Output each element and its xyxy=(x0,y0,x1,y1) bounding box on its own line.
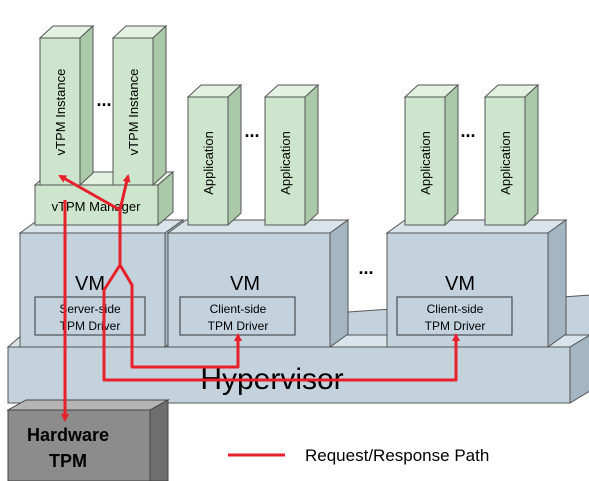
hardware-tpm-block: Hardware TPM xyxy=(6,399,170,481)
path-to-instance-2 xyxy=(118,174,131,211)
application-vm2-b: Application xyxy=(263,83,320,227)
instances-ellipsis: ... xyxy=(96,90,111,110)
legend-label: Request/Response Path xyxy=(305,446,489,465)
client1-driver-line1: Client-side xyxy=(210,302,267,316)
request-response-paths xyxy=(58,174,460,422)
vm-client-1: VM Client-side TPM Driver xyxy=(166,219,350,348)
path-to-client-1 xyxy=(118,210,242,369)
app-vm3-a-label: Application xyxy=(418,131,433,195)
hardware-label-line1: Hardware xyxy=(27,425,109,445)
server-side-driver-box xyxy=(34,296,146,336)
app-vm3-b-label: Application xyxy=(498,131,513,195)
server-driver-line1: Server-side xyxy=(59,302,121,316)
server-driver-line2: TPM Driver xyxy=(60,319,121,333)
application-vm2-a: Application xyxy=(186,83,243,227)
client2-driver-line2: TPM Driver xyxy=(425,319,486,333)
application-vm3-b: Application xyxy=(483,83,540,227)
application-vm3-a: Application xyxy=(403,83,460,227)
hardware-label-line2: TPM xyxy=(49,451,87,471)
apps-vm2-ellipsis: ... xyxy=(244,121,259,141)
vm-server: VM Server-side TPM Driver xyxy=(18,219,185,348)
apps-vm3-ellipsis: ... xyxy=(460,121,475,141)
vtpm-instance-1: vTPM Instance xyxy=(38,24,95,187)
app-vm2-a-label: Application xyxy=(201,131,216,195)
vm-client-1-label: VM xyxy=(230,273,260,295)
path-to-instance-1 xyxy=(58,174,121,212)
vtpm-instance-2: vTPM Instance xyxy=(111,24,168,187)
client1-driver-line2: TPM Driver xyxy=(208,319,269,333)
vm-server-label: VM xyxy=(75,273,105,295)
path-to-client-2 xyxy=(102,264,460,382)
client2-driver-line1: Client-side xyxy=(427,302,484,316)
vtpm-instance-1-label: vTPM Instance xyxy=(53,69,68,156)
app-vm2-b-label: Application xyxy=(278,131,293,195)
vm-client-2-label: VM xyxy=(445,273,475,295)
vm-client-2: VM Client-side TPM Driver xyxy=(385,219,568,348)
vms-ellipsis: ... xyxy=(358,258,373,278)
legend: Request/Response Path xyxy=(228,446,489,465)
vtpm-instance-2-label: vTPM Instance xyxy=(126,69,141,156)
